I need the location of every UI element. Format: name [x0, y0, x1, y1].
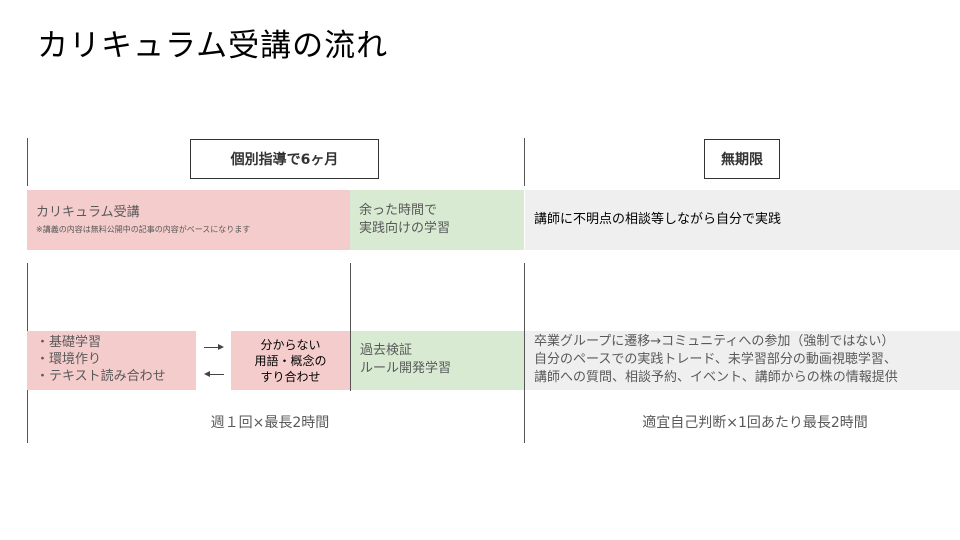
- community-line-2: 自分のペースでの実践トレード、未学習部分の動画視聴学習、: [534, 352, 897, 367]
- curriculum-title: カリキュラム受講: [36, 205, 140, 220]
- phase2-caption: 適宜自己判断×1回あたり最長2時間: [642, 415, 868, 431]
- phase2-label: 無期限: [704, 139, 780, 179]
- alignment-cell: 分からない 用語・概念の すり合わせ: [231, 331, 350, 390]
- spare-time-line1: 余った時間で: [359, 203, 438, 218]
- review-cell: 過去検証 ルール開発学習: [351, 331, 524, 390]
- spare-time-cell: 余った時間で 実践向けの学習: [350, 190, 524, 250]
- curriculum-cell: カリキュラム受講 ※講義の内容は無料公開中の記事の内容がベースになります: [27, 190, 350, 250]
- alignment-line-2: 用語・概念の: [254, 354, 327, 368]
- arrow-right-head: [218, 344, 224, 350]
- alignment-line-3: すり合わせ: [260, 370, 321, 384]
- page-title: カリキュラム受講の流れ: [37, 28, 389, 64]
- basics-item-2: ・環境作り: [36, 352, 102, 367]
- divider-mid-bottom: [524, 263, 525, 443]
- basics-cell: ・基礎学習 ・環境作り ・テキスト読み合わせ: [27, 331, 196, 390]
- community-cell: 卒業グループに遷移→コミュニティへの参加（強制ではない） 自分のペースでの実践ト…: [525, 331, 960, 390]
- spare-time-line2: 実践向けの学習: [359, 221, 451, 236]
- basics-item-1: ・基礎学習: [36, 335, 102, 350]
- phase1-caption: 週１回×最長2時間: [210, 415, 330, 431]
- alignment-text: 分からない 用語・概念の すり合わせ: [231, 337, 350, 385]
- community-line-3: 講師への質問、相談予約、イベント、講師からの株の情報提供: [534, 370, 898, 385]
- basics-item-3: ・テキスト読み合わせ: [36, 369, 166, 384]
- review-line2: ルール開発学習: [360, 361, 452, 376]
- divider-left-top: [27, 138, 28, 186]
- review-line1: 過去検証: [360, 343, 413, 358]
- curriculum-note: ※講義の内容は無料公開中の記事の内容がベースになります: [36, 225, 251, 234]
- phase1-label: 個別指導で6ヶ月: [190, 139, 379, 179]
- self-practice-cell: 講師に不明点の相談等しながら自分で実践: [525, 190, 960, 250]
- alignment-line-1: 分からない: [260, 338, 321, 352]
- divider-center-bottom: [350, 263, 351, 391]
- community-line-1: 卒業グループに遷移→コミュニティへの参加（強制ではない）: [534, 334, 895, 349]
- divider-mid-top: [524, 138, 525, 186]
- arrow-right-line: [204, 347, 218, 348]
- arrow-left-line: [210, 374, 224, 375]
- arrow-left-head: [204, 371, 210, 377]
- self-practice-text: 講師に不明点の相談等しながら自分で実践: [534, 212, 782, 227]
